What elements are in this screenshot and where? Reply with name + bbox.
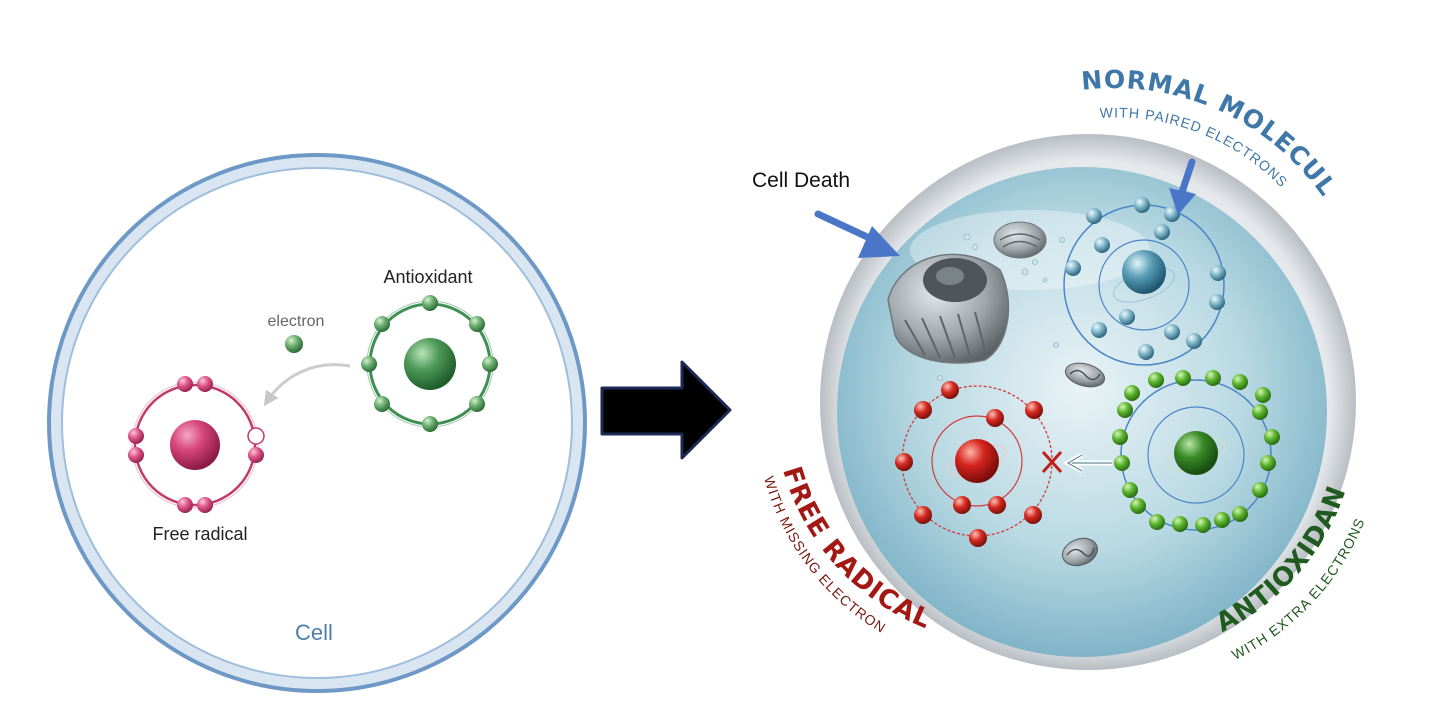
missing-electron-slot [247,427,265,445]
antioxidant-molecule-nucleus [1174,431,1218,475]
free-electron [285,335,303,353]
cell-label: Cell [295,620,333,645]
normal-molecule-electrons [1065,197,1226,360]
cell-membrane [50,156,584,690]
transition-arrow-icon [600,360,732,460]
vesicles [937,233,1065,381]
cell-membrane-outline [47,153,587,693]
normal-molecule-arrow-icon [1178,158,1196,196]
antioxidant-molecule-electrons [1112,370,1280,533]
free-radical-electrons [128,376,264,513]
free-radical-molecule-electrons [895,381,1043,547]
normal-molecule [1063,197,1226,366]
antioxidant-nucleus [404,338,456,390]
free-radical-molecule-nucleus [955,439,999,483]
free-radical-molecule [895,381,1063,547]
cell-death-label: Cell Death [752,169,850,192]
electron-transfer-arrow-icon [263,363,351,407]
normal-molecule-nucleus [1122,250,1166,294]
antioxidant-electrons [361,295,498,432]
antioxidant-label: Antioxidant [383,267,472,287]
free-radical-label: Free radical [152,524,247,544]
golgi-organelle [887,253,1010,364]
antioxidant-molecule [1062,370,1280,533]
mitochondrion-bottom [1062,537,1098,567]
mitochondrion-top [1064,362,1106,388]
electron-label: electron [268,313,325,330]
antioxidant-atom [361,295,498,432]
left-cell-diagram: Cell Antioxidant electron [47,153,587,693]
free-radical-nucleus [170,420,220,470]
small-organelle [993,221,1047,259]
free-radical-atom [128,376,265,513]
blocked-x-icon [1041,450,1063,474]
